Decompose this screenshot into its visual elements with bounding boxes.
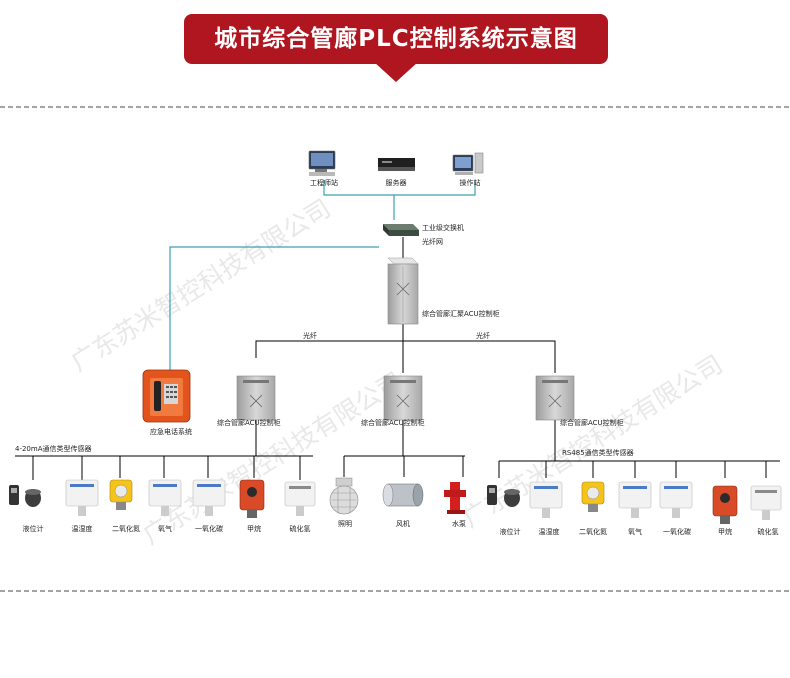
- server-icon: [378, 158, 415, 171]
- right-sensor-h2s: [750, 485, 782, 520]
- right-sensor-label-6: 甲烷: [718, 527, 732, 536]
- right-sensor-label-2: 温湿度: [539, 527, 560, 536]
- right-sensor-co: [659, 481, 693, 518]
- fiber-right-label: 光纤: [476, 331, 490, 340]
- left-sensor-label-5: 一氧化碳: [195, 524, 223, 533]
- right-sensor-label-4: 氧气: [628, 527, 642, 536]
- right-sensor-no2: [581, 481, 605, 512]
- left-sensor-co: [192, 479, 226, 516]
- right-acu-cabinet: [535, 375, 575, 421]
- left-sensor-label-3: 二氧化氮: [112, 524, 140, 533]
- left-sensor-labels: 液位计 温湿度 二氧化氮 氧气 一氧化碳 甲烷 硫化氢: [23, 524, 311, 533]
- fan-icon: [382, 483, 424, 507]
- emergency-phone-icon: [142, 369, 191, 423]
- left-sensor-label-1: 液位计: [23, 524, 44, 533]
- left-acu-cabinet: [236, 375, 276, 421]
- left-sensor-label-4: 氧气: [158, 524, 172, 533]
- lighting-fixture-icon: [329, 477, 359, 515]
- operator-station-computer: [452, 152, 484, 175]
- right-sensor-methane: [712, 485, 738, 524]
- left-sensor-label-7: 硫化氢: [290, 524, 311, 533]
- left-bus-label: 4-20mA通信类型传感器: [15, 444, 92, 453]
- right-sensor-label-1: 液位计: [500, 527, 521, 536]
- right-sensor-label-3: 二氧化氮: [579, 527, 607, 536]
- left-sensor-h2s: [284, 481, 316, 516]
- right-sensor-level-meter: [487, 485, 520, 507]
- water-pump-icon: [444, 482, 466, 514]
- right-bus-label: RS485通信类型传感器: [562, 448, 634, 457]
- fiber-left-label: 光纤: [303, 331, 317, 340]
- emergency-phone-label: 应急电话系统: [150, 427, 192, 436]
- right-sensor-oxygen: [618, 481, 652, 518]
- left-sensor-label-6: 甲烷: [247, 524, 261, 533]
- middle-device-labels: 照明 风机 水泵: [338, 519, 466, 528]
- title-banner-background: [184, 14, 608, 64]
- switch-label: 工业级交换机: [422, 223, 464, 232]
- middle-device-label-1: 照明: [338, 520, 352, 528]
- server-label: 服务器: [386, 178, 407, 187]
- middle-acu-cabinet-label: 综合管廊ACU控制柜: [361, 418, 425, 427]
- title-banner: 城市综合管廊PLC控制系统示意图: [184, 14, 608, 82]
- page-title: 城市综合管廊PLC控制系统示意图: [214, 26, 578, 52]
- left-sensor-bus: [15, 420, 313, 480]
- operator-station-label: 操作站: [460, 178, 481, 187]
- right-sensor-bus: [498, 420, 780, 478]
- engineering-station-label: 工程师站: [310, 178, 338, 187]
- title-banner-pointer: [374, 62, 418, 82]
- middle-acu-cabinet: [383, 375, 423, 421]
- fiber-distribution-lines: [255, 324, 556, 373]
- engineering-station-computer: [308, 150, 336, 176]
- right-acu-cabinet-label: 综合管廊ACU控制柜: [560, 418, 624, 427]
- left-sensor-oxygen: [148, 479, 182, 516]
- left-sensor-level-meter: [9, 485, 41, 507]
- middle-device-bus: [343, 420, 465, 477]
- connection-lines: [15, 180, 780, 480]
- middle-device-label-2: 风机: [396, 519, 410, 528]
- fiber-network-label: 光纤网: [422, 237, 443, 246]
- teal-top-network-line: [323, 180, 476, 220]
- teal-phone-link: [169, 246, 379, 370]
- main-cabinet-label: 综合管廊汇聚ACU控制柜: [422, 309, 500, 318]
- right-sensor-label-5: 一氧化碳: [663, 527, 691, 536]
- left-sensor-temp-humidity: [65, 479, 99, 516]
- right-sensor-temp-humidity: [529, 481, 563, 518]
- left-sensor-methane: [239, 479, 265, 518]
- industrial-switch-icon: [383, 224, 419, 236]
- left-sensor-no2: [109, 479, 133, 510]
- main-acu-cabinet: [387, 257, 419, 325]
- left-acu-cabinet-label: 综合管廊ACU控制柜: [217, 418, 281, 427]
- right-sensor-label-7: 硫化氢: [758, 527, 779, 536]
- left-sensor-label-2: 温湿度: [72, 524, 93, 533]
- right-sensor-labels: 液位计 温湿度 二氧化氮 氧气 一氧化碳 甲烷 硫化氢: [500, 527, 779, 536]
- middle-device-label-3: 水泵: [452, 519, 466, 528]
- watermark-1: 广东苏米智控科技有限公司: [66, 194, 336, 378]
